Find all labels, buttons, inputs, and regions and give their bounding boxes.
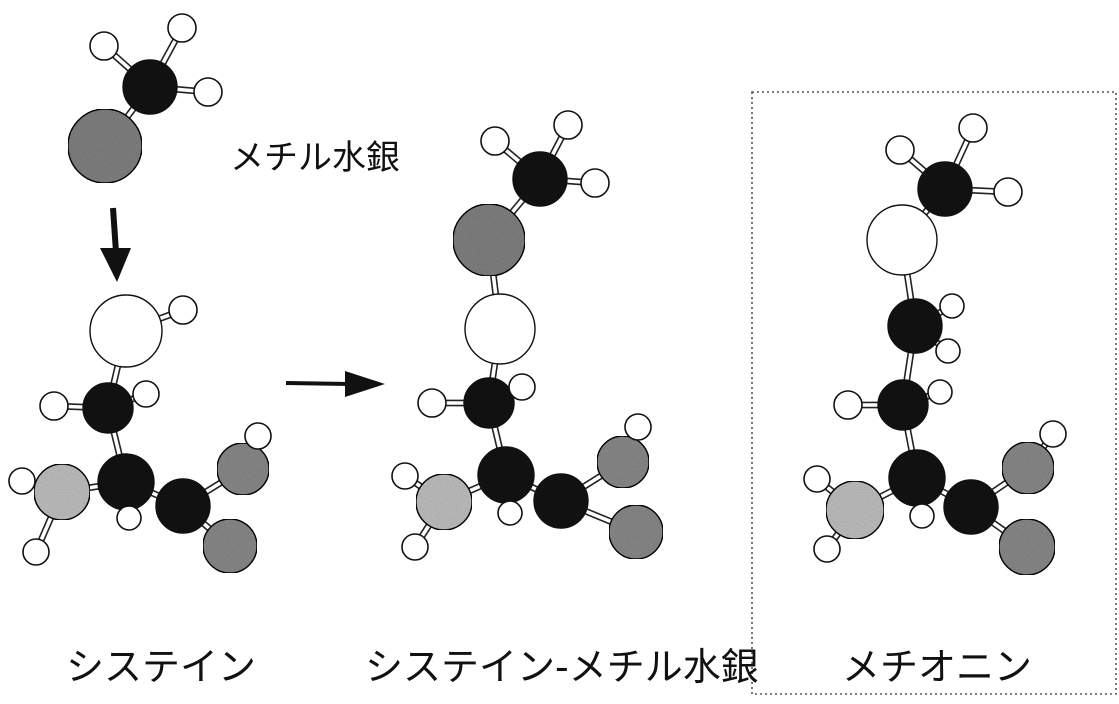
- hydrogen-atom: [927, 379, 953, 405]
- mercury-atom: [67, 108, 143, 184]
- sulfur-atom: [866, 204, 938, 276]
- hydrogen-atom: [885, 135, 915, 165]
- hydrogen-atom: [958, 113, 988, 143]
- oxygen-atom: [202, 518, 258, 574]
- carbon-atom: [888, 449, 946, 507]
- hydrogen-atom: [22, 538, 50, 566]
- oxygen-atom: [596, 435, 650, 489]
- methylmercury-molecule: [67, 13, 223, 184]
- hydrogen-atom: [167, 13, 197, 43]
- methionine-molecule: [803, 113, 1067, 576]
- nitrogen-atom: [33, 463, 91, 521]
- right-arrow: [285, 371, 385, 397]
- mercury-atom: [452, 203, 526, 277]
- carbon-atom: [943, 479, 999, 535]
- hydrogen-atom: [909, 503, 935, 529]
- carbon-atom: [122, 59, 178, 115]
- hydrogen-atom: [803, 465, 831, 493]
- carbon-atom: [155, 478, 211, 534]
- hydrogen-atom: [553, 110, 583, 140]
- cysteine-methylmercury-label: システイン-メチル水銀: [365, 645, 759, 689]
- hydrogen-atom: [939, 293, 965, 319]
- carbon-atom: [97, 453, 155, 511]
- hydrogen-atom: [993, 177, 1023, 207]
- oxygen-atom: [1001, 441, 1055, 495]
- hydrogen-atom: [391, 462, 419, 490]
- oxygen-atom: [998, 518, 1056, 576]
- hydrogen-atom: [508, 373, 536, 401]
- hydrogen-atom: [193, 77, 223, 107]
- carbon-atom: [917, 161, 973, 217]
- hydrogen-atom: [132, 380, 160, 408]
- hydrogen-atom: [8, 467, 36, 495]
- hydrogen-atom: [244, 422, 272, 450]
- nitrogen-atom: [415, 473, 473, 531]
- hydrogen-atom: [1039, 420, 1067, 448]
- methionine-box: [751, 91, 1117, 695]
- carbon-atom: [463, 377, 515, 429]
- molecule-layer: [8, 13, 1067, 576]
- hydrogen-atom: [580, 168, 610, 198]
- hydrogen-atom: [39, 391, 69, 421]
- sulfur-atom: [89, 294, 163, 368]
- hydrogen-atom: [813, 535, 841, 563]
- hydrogen-atom: [935, 338, 961, 364]
- hydrogen-atom: [833, 390, 863, 420]
- hydrogen-atom: [417, 388, 447, 418]
- carbon-atom: [877, 379, 929, 431]
- carbon-atom: [477, 446, 535, 504]
- cysteine-label: システイン: [66, 645, 257, 689]
- oxygen-atom: [216, 442, 270, 496]
- carbon-atom: [533, 473, 589, 529]
- sulfur-atom: [464, 293, 536, 365]
- carbon-atom: [512, 151, 568, 207]
- cysteine-methylmercury-molecule: [391, 110, 664, 561]
- methylmercury-label: メチル水銀: [230, 138, 400, 178]
- hydrogen-atom: [168, 295, 198, 325]
- hydrogen-atom: [89, 31, 119, 61]
- hydrogen-atom: [497, 500, 523, 526]
- nitrogen-atom: [825, 480, 885, 540]
- cysteine-molecule: [8, 294, 272, 574]
- down-arrow: [100, 207, 131, 282]
- hydrogen-atom: [624, 413, 652, 441]
- methionine-label: メチオニン: [842, 645, 1033, 689]
- carbon-atom: [887, 298, 943, 354]
- hydrogen-atom: [401, 533, 429, 561]
- hydrogen-atom: [480, 126, 510, 156]
- carbon-atom: [82, 382, 134, 434]
- hydrogen-atom: [116, 505, 142, 531]
- oxygen-atom: [608, 504, 664, 560]
